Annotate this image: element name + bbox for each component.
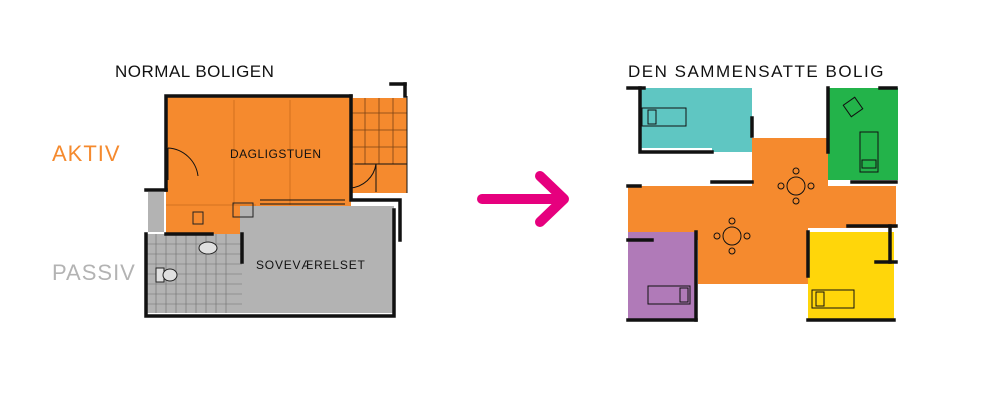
label-passive: PASSIV [52, 260, 136, 285]
room-yellow [808, 232, 894, 320]
normal-plan: DAGLIGSTUEN SOVEVÆRELSET [144, 82, 408, 318]
room-bedroom-label: SOVEVÆRELSET [256, 258, 366, 272]
walls-left [144, 82, 407, 318]
fridge-icon [192, 211, 204, 225]
walls-right [626, 86, 898, 322]
label-active: AKTIV [52, 141, 121, 166]
transition-arrow [477, 171, 569, 227]
sink-icon [198, 241, 218, 255]
room-living-label: DAGLIGSTUEN [230, 147, 322, 161]
common-area [628, 138, 896, 284]
closet-area [148, 192, 164, 232]
dining-table-icon [713, 167, 815, 255]
composite-plan [626, 86, 898, 322]
room-purple [628, 232, 696, 320]
room-green [828, 88, 898, 180]
bed-icon [641, 107, 879, 309]
door-swings [167, 147, 377, 192]
room-teal [640, 88, 752, 152]
bedroom-area [240, 206, 394, 313]
armchair-icon [842, 96, 864, 118]
title-normal-housing: NORMAL BOLIGEN [115, 62, 275, 81]
title-composite-housing: DEN SAMMENSATTE BOLIG [628, 62, 885, 81]
stove-icon [232, 202, 254, 218]
